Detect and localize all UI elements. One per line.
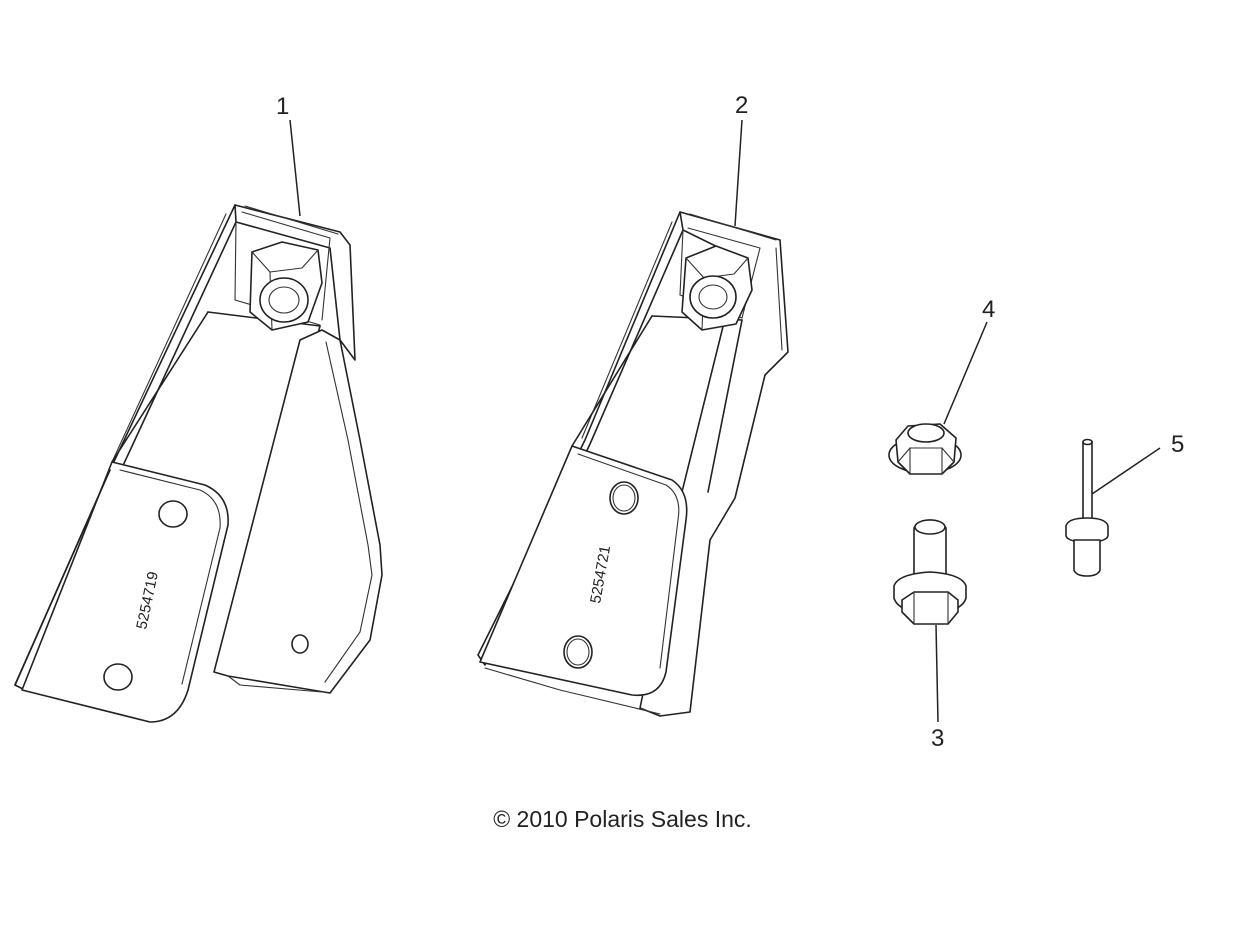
bracket-right: 5254721: [477, 211, 789, 717]
callout-2: 2: [735, 92, 748, 119]
leader-line-5: [1091, 447, 1161, 495]
rivet: [1065, 438, 1109, 577]
copyright-text: © 2010 Polaris Sales Inc.: [493, 806, 752, 832]
flange-bolt: [893, 519, 967, 625]
leader-line-1: [289, 119, 301, 217]
flange-nut: [888, 423, 962, 475]
leader-line-4: [943, 321, 988, 425]
callout-5: 5: [1171, 431, 1184, 458]
leader-line-3: [935, 624, 939, 723]
callout-1: 1: [276, 93, 289, 120]
callout-4: 4: [982, 296, 995, 323]
hex-nut-left: [249, 241, 323, 331]
callout-3: 3: [931, 725, 944, 752]
bracket-left: 5254719: [14, 204, 383, 723]
hex-nut-right: [681, 245, 753, 331]
leader-line-2: [734, 119, 743, 227]
